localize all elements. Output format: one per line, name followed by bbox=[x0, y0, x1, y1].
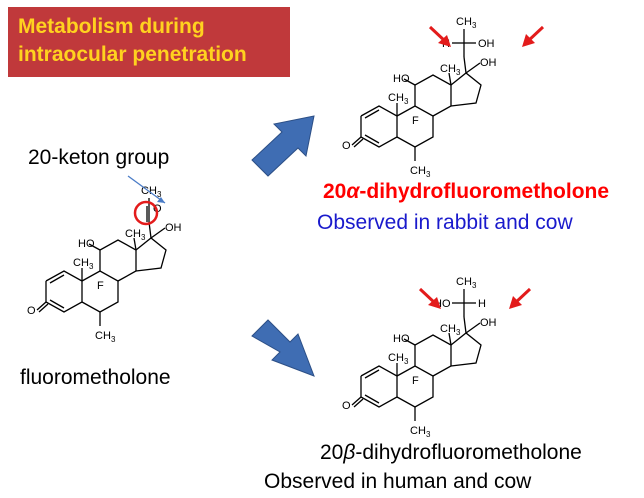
svg-text:H: H bbox=[478, 298, 486, 310]
red-pointer-arrow-icon bbox=[428, 25, 545, 47]
reaction-arrow-icon bbox=[251, 319, 315, 377]
keton-pointer-line bbox=[127, 175, 166, 204]
title-box: Metabolism during intraocular penetratio… bbox=[8, 7, 290, 77]
alpha-metabolite-label: 20α-dihydrofluorometholone bbox=[323, 180, 610, 203]
red-pointer-arrow-icon bbox=[418, 287, 532, 309]
keton-group-label: 20-keton group bbox=[28, 146, 170, 169]
title-line-2: intraocular penetration bbox=[18, 43, 247, 66]
alpha-species-label: Observed in rabbit and cow bbox=[317, 211, 573, 234]
title-line-1: Metabolism during bbox=[18, 15, 205, 38]
svg-text:CH: CH bbox=[456, 16, 472, 28]
alpha-metabolite-structure: H OH CH3 bbox=[342, 16, 497, 179]
svg-text:OH: OH bbox=[478, 38, 495, 50]
fluorometholone-label: fluorometholone bbox=[20, 366, 171, 389]
svg-text:CH: CH bbox=[456, 276, 472, 288]
svg-text:3: 3 bbox=[472, 281, 477, 290]
svg-text:3: 3 bbox=[472, 21, 477, 30]
fluorometholone-structure: O CH3 bbox=[27, 185, 182, 344]
beta-metabolite-label: 20β-dihydrofluorometholone bbox=[320, 441, 582, 464]
reaction-arrow-icon bbox=[251, 115, 315, 177]
beta-species-label: Observed in human and cow bbox=[264, 470, 532, 493]
ketone-highlight-circle-icon bbox=[133, 200, 159, 226]
svg-text:3: 3 bbox=[157, 190, 162, 199]
